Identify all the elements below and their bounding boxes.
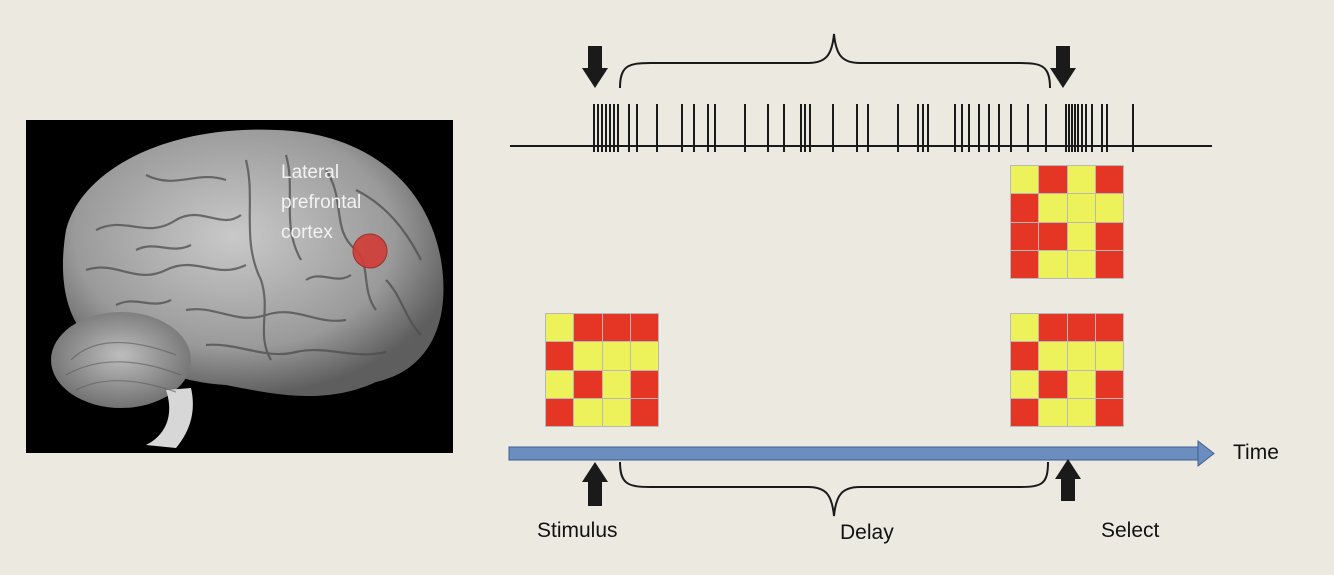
grid-cell	[1039, 342, 1067, 370]
grid-cell	[574, 342, 602, 370]
select-label: Select	[1101, 519, 1160, 542]
grid-cell	[574, 370, 602, 398]
grid-cell	[1039, 250, 1067, 278]
grid-cell	[1095, 342, 1123, 370]
grid-cell	[1067, 398, 1095, 426]
grid-cell	[1067, 370, 1095, 398]
grid-cell	[1095, 194, 1123, 222]
grid-cell	[630, 314, 658, 342]
brain-label-line-1: Lateral	[281, 162, 340, 183]
grid-cell	[602, 342, 630, 370]
grid-cell	[1011, 398, 1039, 426]
brainstem	[146, 388, 193, 448]
spike-train	[593, 104, 1134, 152]
grid-cell	[1039, 194, 1067, 222]
grid-cell	[1095, 314, 1123, 342]
brain-image-panel: Lateral prefrontal cortex	[26, 120, 453, 453]
grid-cell	[1039, 314, 1067, 342]
select-onset-arrow-top	[1050, 46, 1076, 88]
grid-cell	[630, 370, 658, 398]
grid-cell	[630, 398, 658, 426]
grid-cell	[602, 314, 630, 342]
grid-cell	[602, 398, 630, 426]
grid-cell	[1067, 194, 1095, 222]
grid-cell	[1011, 314, 1039, 342]
grid-cell	[1039, 370, 1067, 398]
brain-label-line-2: prefrontal	[281, 192, 362, 213]
grid-cell	[546, 398, 574, 426]
time-label: Time	[1233, 441, 1279, 464]
select-arrow	[1055, 459, 1081, 501]
delay-brace-top	[619, 33, 1051, 89]
grid-cell	[1095, 166, 1123, 194]
grid-cell	[1011, 222, 1039, 250]
stimulus-label: Stimulus	[537, 519, 618, 542]
delay-label: Delay	[840, 521, 894, 544]
delay-brace-bottom	[619, 461, 1049, 517]
grid-cell	[1067, 314, 1095, 342]
grid-cell	[1011, 250, 1039, 278]
grid-cell	[1039, 398, 1067, 426]
grid-cell	[1011, 342, 1039, 370]
grid-cell	[1067, 342, 1095, 370]
grid-cell	[546, 314, 574, 342]
grid-cell	[1011, 194, 1039, 222]
grid-cell	[1095, 398, 1123, 426]
prefrontal-marker	[352, 233, 388, 269]
grid-cell	[602, 370, 630, 398]
grid-cell	[1039, 166, 1067, 194]
select-option-grid-nonmatch	[1010, 165, 1124, 279]
select-option-grid-match	[1010, 313, 1124, 427]
time-axis	[508, 439, 1215, 468]
stimulus-pattern-grid	[545, 313, 659, 427]
grid-cell	[1067, 166, 1095, 194]
grid-cell	[574, 398, 602, 426]
cerebellum	[51, 312, 191, 408]
grid-cell	[1067, 222, 1095, 250]
grid-cell	[1095, 222, 1123, 250]
grid-cell	[546, 370, 574, 398]
stimulus-onset-arrow-top	[582, 46, 608, 88]
brain-illustration	[51, 129, 444, 448]
brain-label-line-3: cortex	[281, 222, 333, 243]
grid-cell	[546, 342, 574, 370]
grid-cell	[1095, 370, 1123, 398]
grid-cell	[630, 342, 658, 370]
grid-cell	[1067, 250, 1095, 278]
grid-cell	[1011, 370, 1039, 398]
grid-cell	[574, 314, 602, 342]
grid-cell	[1011, 166, 1039, 194]
grid-cell	[1095, 250, 1123, 278]
grid-cell	[1039, 222, 1067, 250]
gyri-lines	[85, 154, 422, 361]
stimulus-arrow	[582, 462, 608, 506]
